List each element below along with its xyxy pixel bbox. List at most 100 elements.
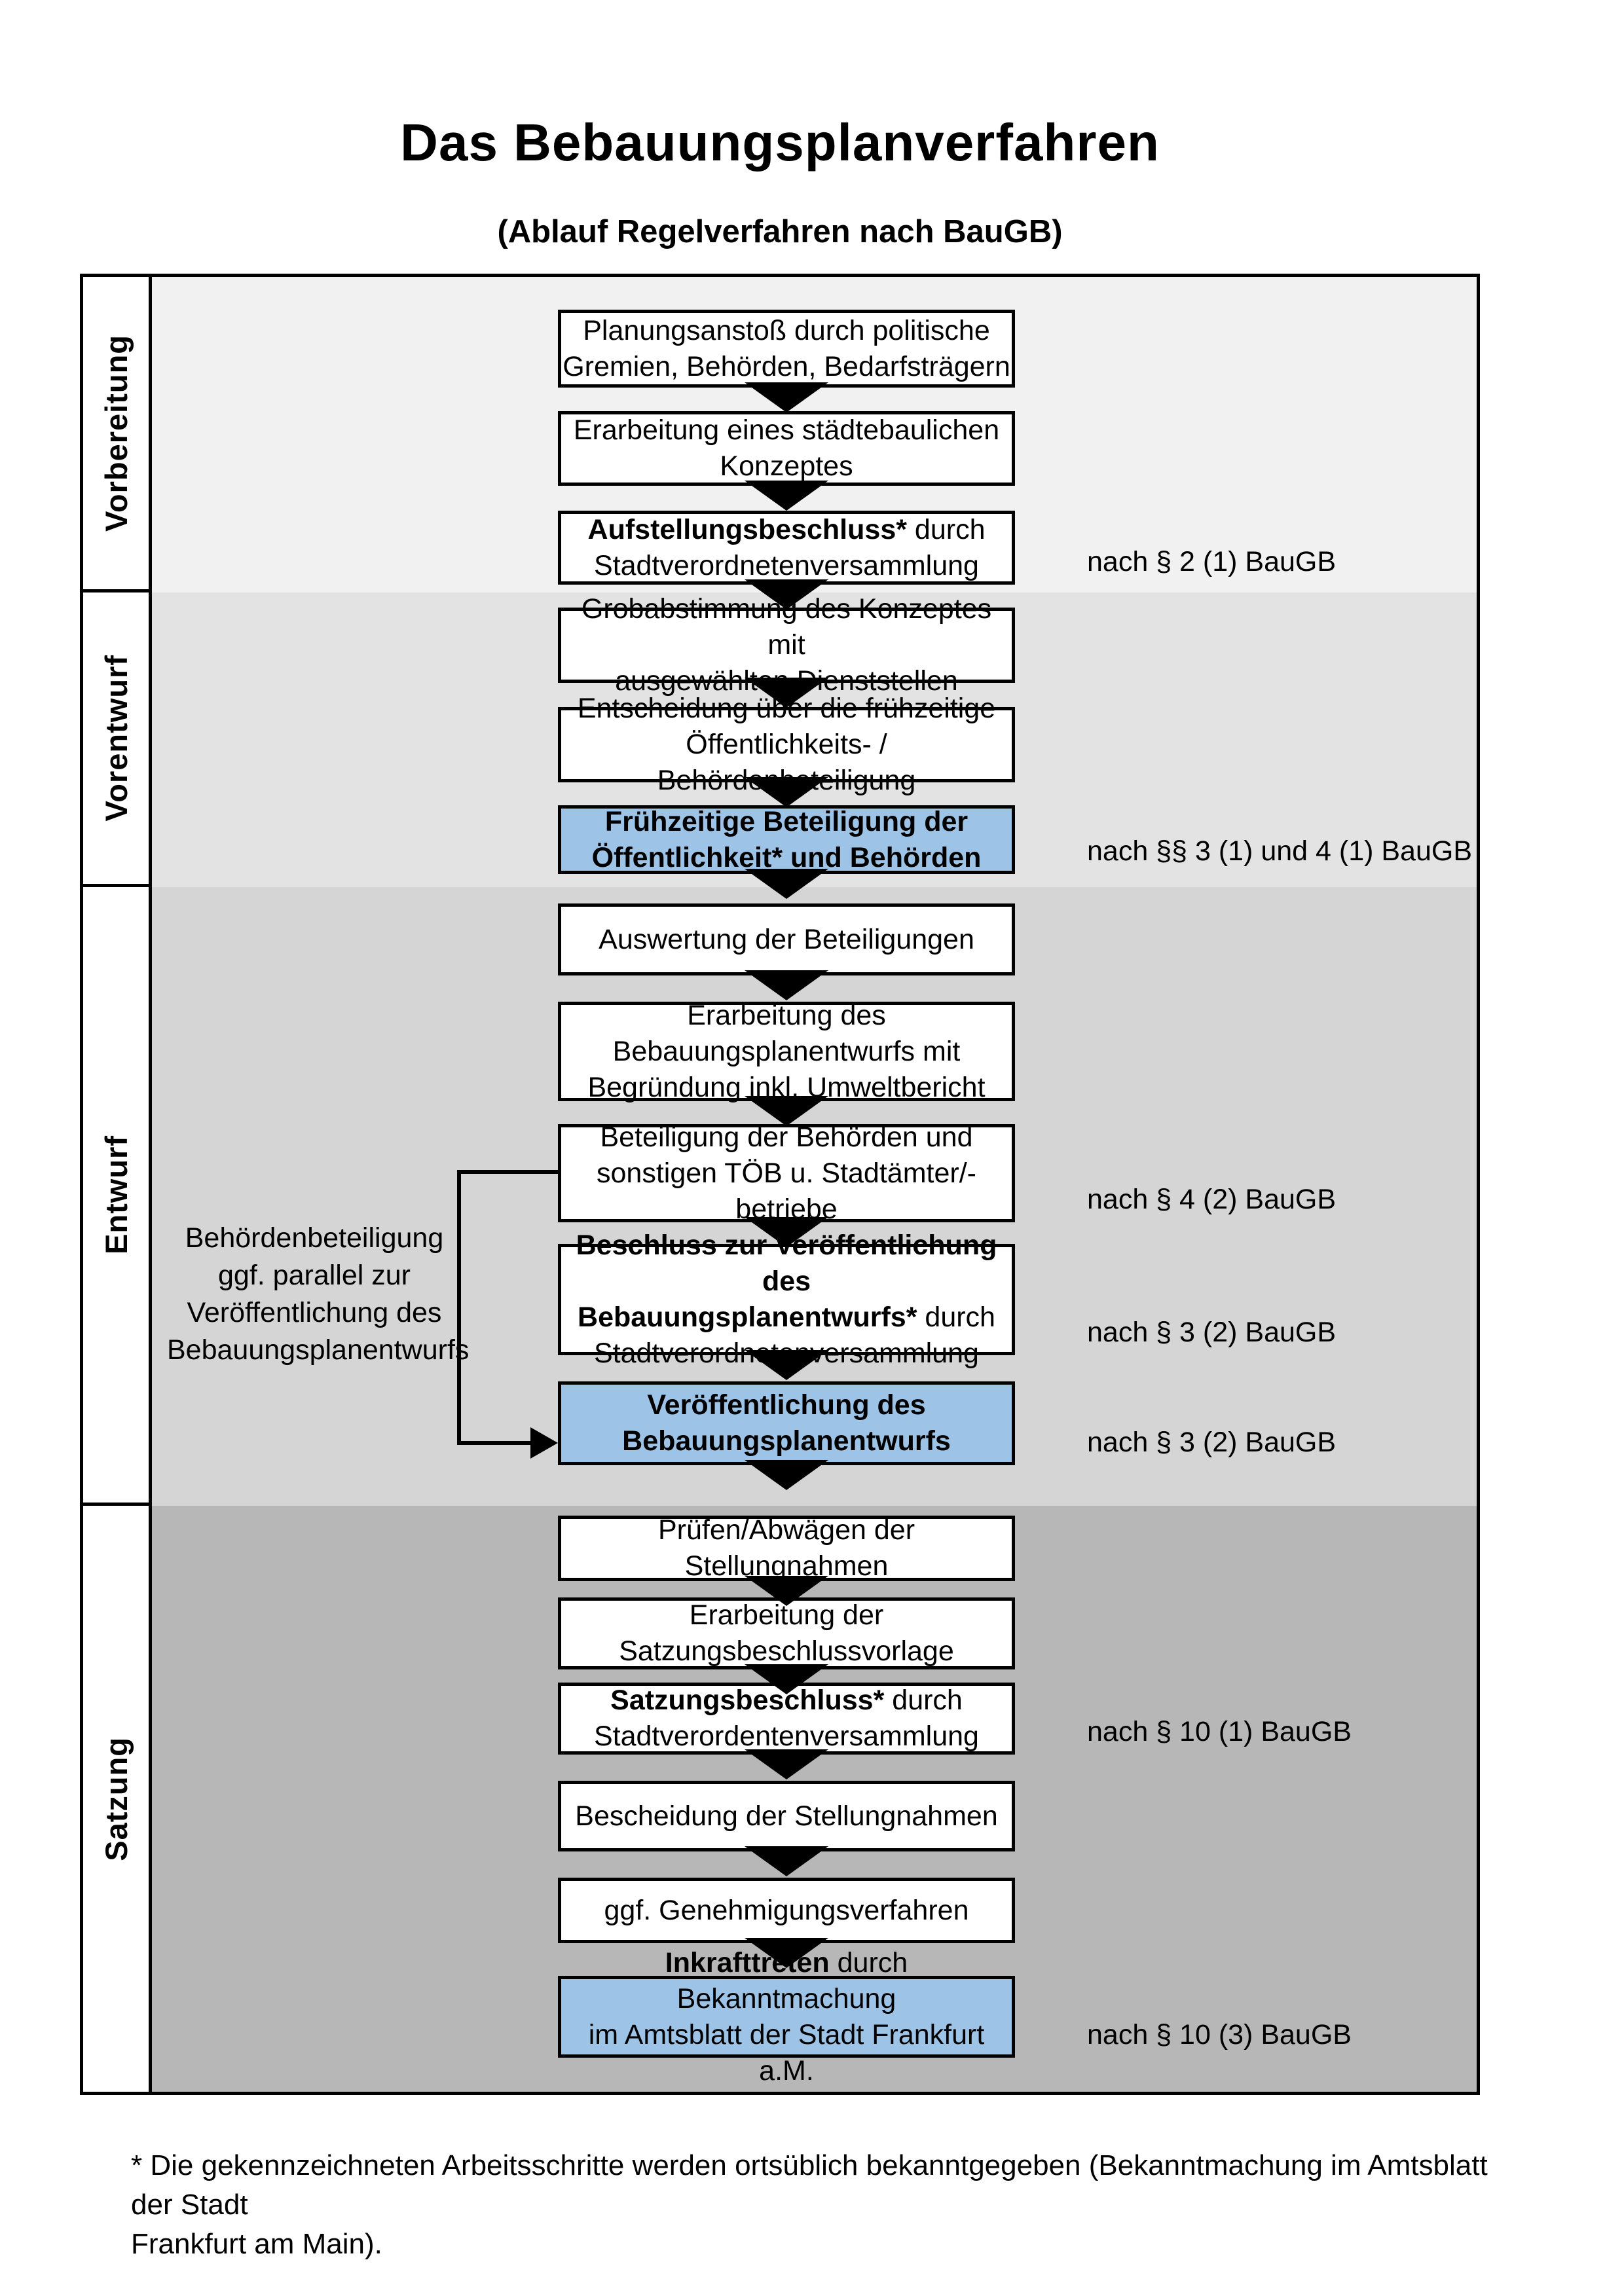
side-note-line: ggf. parallel zur — [218, 1260, 411, 1291]
step-text-segment: Erarbeitung des — [687, 999, 886, 1031]
step-text-line: Erarbeitung des — [687, 998, 886, 1034]
phase-label-cell: Entwurf — [83, 887, 152, 1506]
step-text-segment: Prüfen/Abwägen der Stellungnahmen — [657, 1514, 915, 1582]
step-text-segment: Erarbeitung eines städtebaulichen — [573, 414, 1000, 446]
flow-arrow-down-icon — [745, 1664, 828, 1694]
flow-arrow-down-icon — [745, 1350, 828, 1380]
step-text-segment: Stadtverordentenversammlung — [594, 1721, 979, 1752]
flow-arrow-down-icon — [745, 678, 828, 708]
legal-reference: nach § 3 (2) BauGB — [1087, 1427, 1337, 1458]
phase-label-cell: Vorbereitung — [83, 277, 152, 592]
footnote: * Die gekennzeichneten Arbeitsschritte w… — [131, 2146, 1493, 2264]
phase-row-vorentwurf: Vorentwurf Grobabstimmung des Konzeptes m… — [83, 592, 1477, 899]
step-text-segment: sonstigen TÖB u. Stadtämter/-betriebe — [597, 1157, 976, 1225]
step-text-line: Gremien, Behörden, Bedarfsträgern — [563, 349, 1010, 385]
phase-label: Entwurf — [98, 1135, 134, 1254]
flow-arrow-down-icon — [745, 481, 828, 511]
step-text-line: Stadtverordentenversammlung — [594, 1719, 979, 1755]
step-text-segment: Bescheidung der Stellungnahmen — [575, 1800, 998, 1832]
step-text-line: Beteiligung der Behörden und — [600, 1120, 973, 1156]
step-text-segment: durch — [884, 1685, 963, 1716]
flow-arrow-down-icon — [745, 1096, 828, 1126]
step-text-line: Grobabstimmung des Konzeptes mit — [561, 591, 1012, 663]
step-text-segment: im Amtsblatt der Stadt Frankfurt a.M. — [588, 2018, 985, 2086]
flowchart-frame: Vorbereitung Planungsanstoß durch politis… — [80, 274, 1480, 2095]
step-text-line: Konzeptes — [720, 448, 853, 484]
connector-line — [457, 1441, 533, 1445]
legal-reference: nach § 10 (3) BauGB — [1087, 2019, 1352, 2050]
phase-label: Vorbereitung — [98, 335, 134, 532]
step-text-segment: Konzeptes — [720, 450, 853, 482]
legal-reference: nach § 4 (2) BauGB — [1087, 1184, 1337, 1215]
step-text-segment: Gremien, Behörden, Bedarfsträgern — [563, 350, 1010, 382]
phase-label-cell: Vorentwurf — [83, 592, 152, 887]
step-text-line: Erarbeitung eines städtebaulichen — [574, 412, 999, 448]
step-text-segment: Aufstellungsbeschluss* — [587, 513, 907, 545]
step-text-segment: Bebauungsplanentwurfs* — [578, 1302, 917, 1333]
legal-reference: nach § 10 (1) BauGB — [1087, 1716, 1352, 1747]
step-text-segment: Öffentlichkeit* und Behörden — [591, 841, 982, 873]
step-text-line: Planungsanstoß durch politische — [583, 313, 989, 349]
side-note-line: Bebauungsplanentwurfs — [167, 1334, 470, 1366]
side-note-line: Veröffentlichung des — [187, 1297, 442, 1328]
step-text-line: Prüfen/Abwägen der Stellungnahmen — [561, 1512, 1012, 1584]
step-text-segment: Satzungsbeschlussvorlage — [619, 1635, 954, 1667]
step-text-line: Auswertung der Beteiligungen — [599, 922, 974, 958]
step-text-segment: Stadtverordnetenversammlung — [594, 549, 979, 581]
step-box: Bescheidung der Stellungnahmen — [558, 1781, 1015, 1851]
connector-line — [457, 1170, 461, 1445]
flow-step: ggf. Genehmigungsverfahren — [152, 1878, 1477, 1968]
legal-reference: nach § 3 (2) BauGB — [1087, 1317, 1337, 1348]
flow-arrow-down-icon — [745, 970, 828, 1000]
connector-arrowhead-icon — [530, 1427, 558, 1459]
step-text-segment: durch — [906, 513, 986, 545]
flow-arrow-down-icon — [745, 1576, 828, 1606]
flow-step: Prüfen/Abwägen der Stellungnahmen — [152, 1514, 1477, 1606]
side-note-line: Behördenbeteiligung — [185, 1222, 444, 1254]
step-text-segment: Planungsanstoß durch politische — [583, 314, 990, 346]
flow-arrow-down-icon — [745, 777, 828, 807]
flow-arrow-down-icon — [745, 1749, 828, 1779]
step-text-line: ggf. Genehmigungsverfahren — [604, 1893, 969, 1929]
step-text-line: Bebauungsplanentwurfs* durch — [578, 1300, 995, 1336]
step-text-segment: durch Bekanntmachung — [676, 1946, 908, 2014]
step-text-line: sonstigen TÖB u. Stadtämter/-betriebe — [561, 1156, 1012, 1228]
step-text-line: Veröffentlichung des — [647, 1387, 925, 1423]
step-text-line: Aufstellungsbeschluss* durch — [588, 512, 986, 548]
footnote-line: * Die gekennzeichneten Arbeitsschritte w… — [131, 2149, 1488, 2221]
step-text-line: Bescheidung der Stellungnahmen — [575, 1798, 997, 1834]
step-text-line: Satzungsbeschlussvorlage — [619, 1633, 954, 1669]
step-text-line: Stadtverordnetenversammlung — [594, 548, 979, 584]
step-text-segment: durch — [917, 1302, 995, 1333]
flow-arrow-down-icon — [745, 1846, 828, 1876]
step-box: Auswertung der Beteiligungen — [558, 903, 1015, 975]
step-box: Prüfen/Abwägen der Stellungnahmen — [558, 1514, 1015, 1582]
step-text-line: Öffentlichkeit* und Behörden — [592, 840, 982, 876]
step-text-segment: Grobabstimmung des Konzeptes mit — [581, 593, 992, 661]
page-subtitle: (Ablauf Regelverfahren nach BauGB) — [497, 214, 1063, 249]
step-text-segment: ggf. Genehmigungsverfahren — [604, 1894, 969, 1926]
